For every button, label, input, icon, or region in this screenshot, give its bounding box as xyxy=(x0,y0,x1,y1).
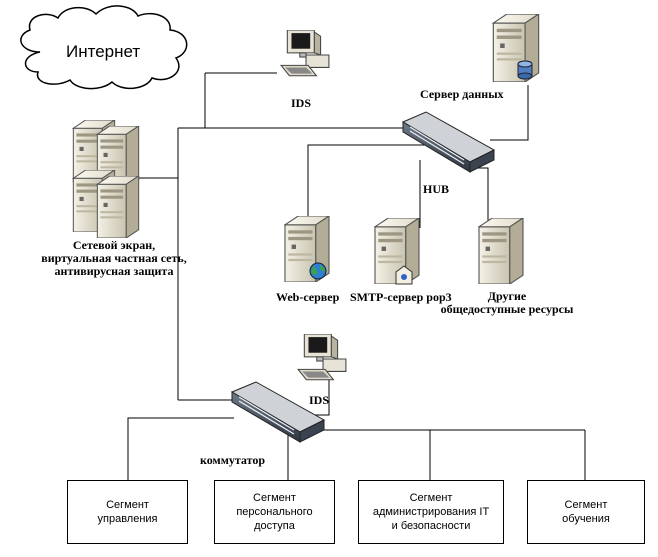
ids-top-label: IDS xyxy=(291,96,312,110)
smtp-server-label: SMTP-сервер pop3 xyxy=(350,290,452,304)
database-icon xyxy=(517,60,533,80)
other-resources-server-icon xyxy=(478,218,524,284)
segment-personal-access-label: Сегмент персонального доступа xyxy=(236,492,313,532)
firewall-label-line2: виртуальная частная сеть, xyxy=(41,251,187,265)
hub-icon xyxy=(401,111,496,173)
web-server-label: Web-сервер xyxy=(276,290,340,304)
firewall-label-line3: антивирусная защита xyxy=(54,264,174,278)
ids-top-computer-icon xyxy=(280,30,330,77)
switch-icon xyxy=(230,381,326,443)
segment-management-label: Сегмент управления xyxy=(97,499,158,525)
globe-icon xyxy=(309,262,327,280)
internet-cloud-icon xyxy=(20,5,188,90)
segment-it-security-admin: Сегмент администрирования IT и безопасно… xyxy=(358,480,504,544)
segment-personal-access: Сегмент персонального доступа xyxy=(214,480,335,544)
other-resources-label-line1: Другие xyxy=(487,289,527,303)
ids-bottom-computer-icon xyxy=(297,334,347,381)
hub-label: HUB xyxy=(423,182,450,196)
segment-management: Сегмент управления xyxy=(67,480,188,544)
connection-lines xyxy=(127,72,586,480)
segment-it-security-admin-label: Сегмент администрирования IT и безопасно… xyxy=(372,492,490,532)
other-resources-label: Другие общедоступные ресурсы xyxy=(432,290,582,316)
firewall-servers-icon xyxy=(72,120,140,238)
firewall-label: Сетевой экран, виртуальная частная сеть,… xyxy=(34,239,194,278)
other-resources-label-line2: общедоступные ресурсы xyxy=(440,302,574,316)
firewall-label-line1: Сетевой экран, xyxy=(72,238,156,252)
switch-label: коммутатор xyxy=(200,453,266,467)
mail-icon xyxy=(395,265,413,285)
internet-label: Интернет xyxy=(66,42,141,61)
ids-bottom-label: IDS xyxy=(309,393,330,407)
data-server-label: Сервер данных xyxy=(420,87,504,101)
segment-training-label: Сегмент обучения xyxy=(562,499,610,525)
segment-training: Сегмент обучения xyxy=(527,480,645,544)
